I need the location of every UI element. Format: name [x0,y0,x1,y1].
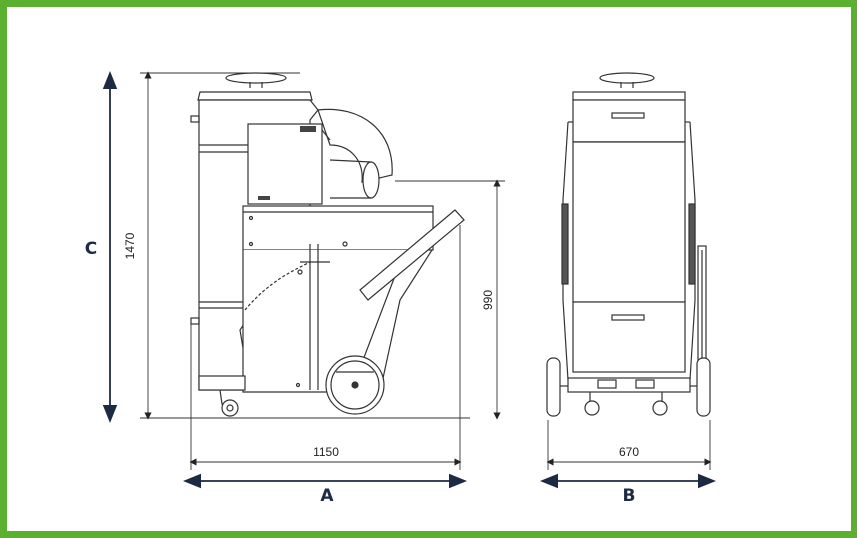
elbow-pipe [317,108,393,183]
callout-arrows [102,71,716,489]
front-top-bin [572,99,686,143]
front-wheel-left [546,357,561,417]
front-base [567,377,691,393]
side-caster [221,399,239,417]
front-caster-right [652,400,668,416]
dim-1150-label: 1150 [313,445,339,459]
side-view [190,72,465,417]
motor-box [247,123,323,205]
dim-670-label: 670 [619,445,639,459]
dim-1470-label: 1470 [123,232,137,259]
front-body [572,141,686,303]
top-handle [225,72,287,84]
front-wheel-right [696,357,711,417]
side-handle [359,209,465,301]
motor-housing [242,205,434,251]
front-top-handle [599,72,655,84]
callout-letter-a: A [320,486,334,506]
front-caster-left [584,400,600,416]
front-bottom-bin [572,301,686,373]
dimension-lines [140,71,712,470]
front-view [546,72,711,417]
callout-letter-c: C [85,239,97,259]
callout-letter-b: B [623,486,636,506]
dim-990-label: 990 [481,290,495,310]
